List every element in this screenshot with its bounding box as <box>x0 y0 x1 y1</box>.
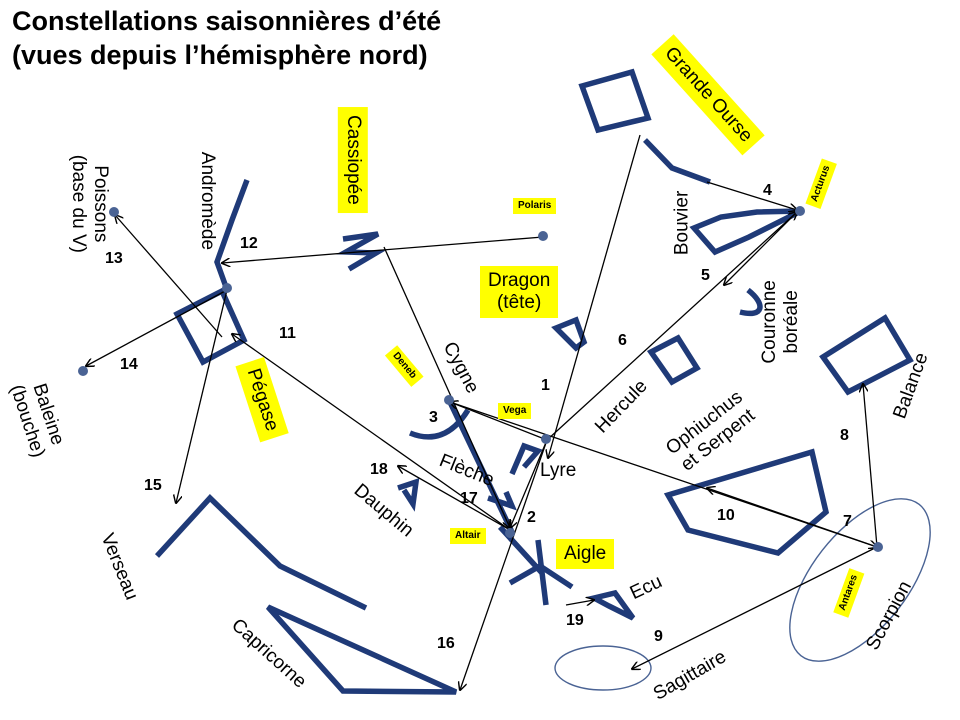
grande-ourse-figure <box>578 68 711 185</box>
andromede-figure <box>214 179 250 288</box>
step-7: 7 <box>843 513 852 530</box>
bouvier-figure <box>689 208 803 256</box>
arrow-15 <box>176 289 228 503</box>
arcturus-star <box>795 206 805 216</box>
step-16: 16 <box>437 635 455 652</box>
antares-star <box>873 542 883 552</box>
title-line-1: Constellations saisonnières d’été <box>12 6 442 36</box>
label-cassiopee: Cassiopée <box>337 107 368 213</box>
capricorne-figure <box>265 604 458 695</box>
step-6: 6 <box>618 332 627 349</box>
arrow-12 <box>222 236 544 263</box>
label-bouvier: Bouvier <box>671 190 693 256</box>
step-13: 13 <box>105 250 123 267</box>
label-lyre: Lyre <box>540 460 577 481</box>
andromeda-star <box>222 283 232 293</box>
step-1: 1 <box>541 377 550 394</box>
arrow-19 <box>565 600 594 605</box>
baleine-star <box>78 366 88 376</box>
step-8: 8 <box>840 427 849 444</box>
label-altair: Altair <box>450 528 486 544</box>
label-dragon: Dragon (tête) <box>480 266 559 318</box>
polaris-star <box>538 231 548 241</box>
arrow-17 <box>383 246 510 528</box>
label-couronne-boreale: Couronne boréale <box>758 280 802 364</box>
step-4: 4 <box>763 182 772 199</box>
ophiuchus-serpent-figure <box>663 448 830 557</box>
step-12: 12 <box>240 235 258 252</box>
cassiopee-figure <box>336 231 386 272</box>
step-2: 2 <box>527 509 536 526</box>
step-18: 18 <box>370 461 388 478</box>
step-3: 3 <box>429 409 438 426</box>
step-17: 17 <box>460 490 478 507</box>
arrow-5 <box>724 211 798 285</box>
step-14: 14 <box>120 356 138 373</box>
dauphin-figure <box>397 477 420 512</box>
label-andromede: Andromède <box>197 151 219 251</box>
scorpion-ellipse <box>789 498 931 662</box>
arrow-11 <box>232 334 511 531</box>
altair-star <box>505 528 515 538</box>
arrow-6 <box>546 212 797 441</box>
balance-figure <box>819 314 914 396</box>
poissons-star <box>109 207 119 217</box>
arrow-1 <box>548 134 641 458</box>
fleche-figure <box>487 490 517 511</box>
arrow-14 <box>86 289 228 366</box>
pegase-figure <box>173 287 248 366</box>
verseau-figure <box>154 494 368 611</box>
step-11: 11 <box>279 325 296 342</box>
label-aigle: Aigle <box>556 539 615 569</box>
step-15: 15 <box>144 477 162 494</box>
arrow-16 <box>460 439 548 690</box>
couronne-boreale-figure <box>739 287 763 317</box>
step-5: 5 <box>701 267 710 284</box>
label-polaris: Polaris <box>513 198 557 214</box>
sagittaire-ellipse <box>554 645 652 691</box>
arrow-18 <box>398 466 511 531</box>
hercule-figure <box>646 334 701 386</box>
arrow-13 <box>115 215 223 338</box>
arrow-3 <box>450 402 548 441</box>
vega-star <box>541 434 551 444</box>
lyre-figure <box>509 442 543 476</box>
step-19: 19 <box>566 612 584 629</box>
ecu-figure <box>586 589 636 621</box>
arrow-8 <box>863 384 878 548</box>
step-9: 9 <box>654 628 663 645</box>
step-10: 10 <box>717 507 735 524</box>
arrow-10 <box>707 488 878 548</box>
arrow-9 <box>632 546 878 669</box>
arrow-2 <box>510 439 548 528</box>
dragon-figure <box>551 316 588 352</box>
arrow-4 <box>706 181 797 210</box>
title-line-2: (vues depuis l’hémisphère nord) <box>12 40 428 70</box>
deneb-star <box>444 395 454 405</box>
label-poissons: Poissons (base du V) <box>68 154 111 253</box>
label-vega: Vega <box>498 403 532 419</box>
